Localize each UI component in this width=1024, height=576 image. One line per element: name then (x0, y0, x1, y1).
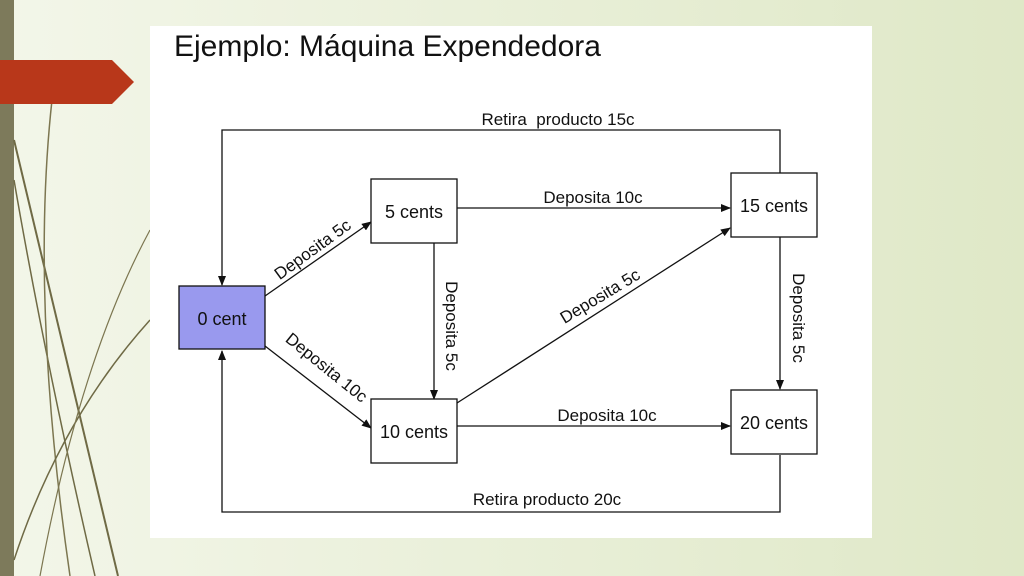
state-20-cents: 20 cents (730, 389, 818, 455)
state-box (730, 172, 818, 238)
state-box (370, 398, 458, 464)
edge-label-0-10: Deposita 10c (282, 329, 371, 407)
state-label: 10 cents (380, 422, 448, 442)
state-box (370, 178, 458, 244)
state-box (730, 389, 818, 455)
edge-label-5-10: Deposita 5c (442, 281, 461, 371)
slide-title: Ejemplo: Máquina Expendedora (174, 30, 601, 63)
state-label: 5 cents (385, 202, 443, 222)
edge-label-0-5: Deposita 5c (271, 215, 355, 283)
edge-10-to-15 (456, 227, 731, 404)
edge-label-10-20: Deposita 10c (557, 406, 657, 425)
state-0-cent: 0 cent (178, 285, 266, 350)
edge-0-to-10 (264, 345, 372, 429)
edge-20-to-0 (218, 350, 781, 513)
decorative-curves (13, 99, 150, 576)
edge-label-5-15: Deposita 10c (543, 188, 643, 207)
left-decor-bar (0, 0, 14, 576)
state-label: 20 cents (740, 413, 808, 433)
edge-label-20-0: Retira producto 20c (473, 490, 622, 509)
state-box (178, 285, 266, 350)
accent-arrow (0, 60, 134, 104)
state-label: 0 cent (197, 309, 246, 329)
state-10-cents: 10 cents (370, 398, 458, 464)
state-15-cents: 15 cents (730, 172, 818, 238)
state-5-cents: 5 cents (370, 178, 458, 244)
edge-15-to-0 (218, 129, 781, 286)
edge-0-to-5 (264, 221, 372, 297)
edge-label-15-20: Deposita 5c (789, 273, 808, 363)
edge-label-15-0: Retira producto 15c (481, 110, 635, 129)
state-label: 15 cents (740, 196, 808, 216)
edge-label-10-15: Deposita 5c (557, 265, 644, 328)
